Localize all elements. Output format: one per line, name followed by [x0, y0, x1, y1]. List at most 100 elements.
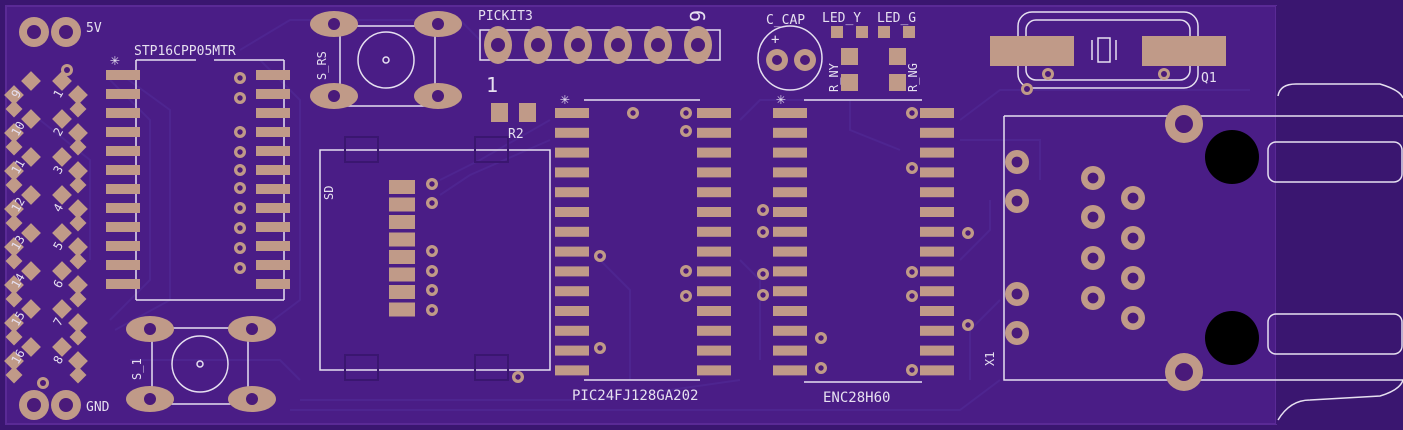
microcontroller-label: PIC24FJ128GA202 — [572, 388, 698, 404]
microcontroller-pad — [555, 187, 589, 198]
ethernet-controller-pad — [920, 325, 954, 336]
r2-label: R2 — [508, 127, 524, 142]
rj45-jack: X1 — [983, 83, 1403, 421]
driver-ic-pad — [256, 260, 290, 270]
ethernet-controller-pad — [920, 187, 954, 198]
led-pad — [52, 261, 72, 281]
driver-ic-pad — [106, 70, 140, 80]
microcontroller-pad — [555, 286, 589, 297]
sd-card-pad — [389, 197, 415, 212]
ethernet-controller-pad — [920, 226, 954, 237]
resistor-ny-label: R_NY — [827, 62, 841, 92]
driver-ic-pad — [106, 241, 140, 251]
led-pad — [21, 337, 41, 357]
power-pads — [19, 17, 81, 420]
microcontroller-pad — [555, 127, 589, 138]
led-pad — [68, 313, 88, 333]
driver-ic-pad — [106, 146, 140, 156]
led-pad — [4, 85, 24, 105]
driver-ic-pad — [256, 70, 290, 80]
ethernet-controller-pad — [773, 147, 807, 158]
driver-ic-pad — [256, 89, 290, 99]
microcontroller-pad — [697, 365, 731, 376]
microcontroller-pad — [697, 246, 731, 257]
header-pin6-label: 6 — [685, 10, 709, 22]
ethernet-controller-pad — [920, 365, 954, 376]
ethernet-controller-pad — [773, 167, 807, 178]
led-pad — [69, 214, 87, 232]
driver-ic-pad — [106, 203, 140, 213]
microcontroller-pad — [555, 226, 589, 237]
microcontroller-pin1-marker: ✳ — [560, 89, 570, 108]
microcontroller-pad — [555, 207, 589, 217]
rj45-mount-hole-bottom — [1205, 311, 1259, 365]
led-pad — [21, 71, 41, 91]
sd-card-pad — [389, 250, 415, 264]
microcontroller-pad — [555, 246, 589, 257]
driver-ic-pad — [106, 260, 140, 270]
led-pad — [68, 237, 88, 257]
ethernet-controller-pad — [920, 266, 954, 277]
switch-s1: S_1 — [126, 316, 276, 412]
sd-card-pad — [389, 232, 415, 247]
led-number: 14 — [8, 271, 27, 291]
sd-card-pad — [389, 302, 415, 317]
driver-ic-pad — [106, 184, 140, 194]
ethernet-controller-pad — [773, 266, 807, 277]
board-edge-right — [1276, 6, 1403, 424]
led-pad — [52, 109, 72, 129]
driver-ic-pad — [256, 184, 290, 194]
led-number: 11 — [8, 157, 27, 177]
led-pad — [69, 138, 87, 156]
resistor-r2: R2 — [491, 103, 536, 142]
led-pad — [52, 337, 72, 357]
led-number: 15 — [8, 309, 27, 329]
sd-card-label: SD — [322, 186, 336, 200]
microcontroller-pad — [555, 108, 589, 118]
led-number: 10 — [8, 119, 27, 139]
ethernet-controller-pad — [920, 127, 954, 138]
crystal-label: Q1 — [1201, 71, 1217, 86]
led-pad — [68, 123, 88, 143]
led-pad — [21, 109, 41, 129]
status-leds: LED_Y LED_G R_NY R_NG — [822, 11, 920, 92]
led-pad — [5, 100, 23, 118]
microcontroller-pad — [555, 365, 589, 376]
led-pad — [69, 290, 87, 308]
microcontroller-pad — [697, 207, 731, 217]
ethernet-controller-pad — [773, 127, 807, 138]
led-pad — [68, 85, 88, 105]
driver-ic-pad — [106, 222, 140, 232]
driver-ic-pad — [256, 146, 290, 156]
driver-ic-pad — [256, 222, 290, 232]
crystal-q1: Q1 — [990, 11, 1226, 95]
ethernet-controller-pad — [773, 325, 807, 336]
led-pad — [68, 161, 88, 181]
microcontroller-pad — [697, 167, 731, 178]
ethernet-controller-pad — [920, 286, 954, 297]
ethernet-controller-pin1-marker: ✳ — [776, 89, 786, 108]
pickit3-outline — [479, 29, 721, 61]
ethernet-controller-pad — [773, 108, 807, 118]
driver-ic-pad — [106, 108, 140, 118]
ethernet-controller: ✳ ENC28H60 — [757, 89, 974, 406]
ethernet-controller-pad — [773, 226, 807, 237]
driver-ic-pad — [256, 127, 290, 137]
microcontroller-pad — [697, 226, 731, 237]
ethernet-controller-pad — [773, 187, 807, 198]
led-pad — [68, 199, 88, 219]
label-gnd: GND — [86, 400, 110, 415]
sd-card-pad — [389, 215, 415, 229]
led-number: 12 — [8, 195, 27, 215]
resistor-ng-label: R_NG — [906, 63, 920, 92]
driver-ic-pin1-marker: ✳ — [110, 50, 120, 69]
ethernet-controller-pad — [920, 345, 954, 356]
microcontroller-pad — [555, 325, 589, 336]
driver-ic-pad — [256, 203, 290, 213]
microcontroller-pad — [555, 147, 589, 158]
driver-ic-label: STP16CPP05MTR — [134, 44, 236, 59]
sd-card-pad — [389, 285, 415, 299]
led-pad — [68, 351, 88, 371]
microcontroller-pad — [555, 266, 589, 277]
